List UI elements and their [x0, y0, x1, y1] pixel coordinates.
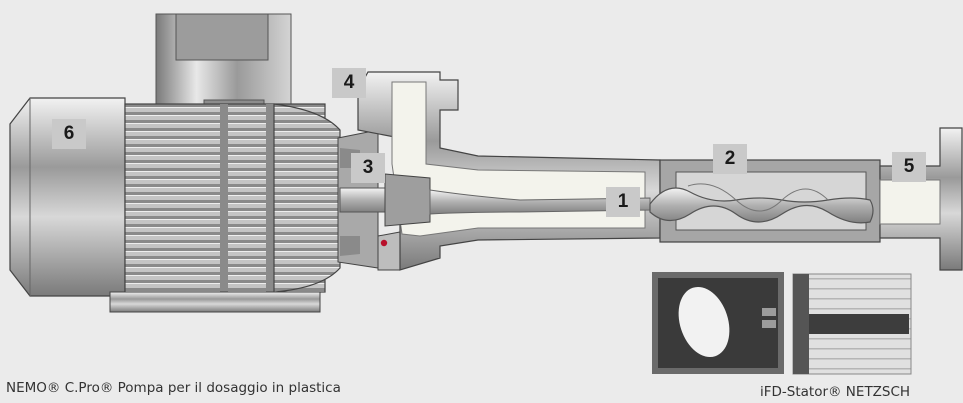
discharge-branch — [879, 127, 963, 271]
seal-indicator-dot — [380, 239, 388, 247]
callout-2: 2 — [713, 144, 747, 174]
callout-3: 3 — [351, 153, 385, 183]
stator-caption: iFD-Stator® NETZSCH — [760, 384, 911, 400]
rotor — [649, 183, 874, 224]
motor-body — [109, 103, 341, 313]
stator-cross-section — [652, 272, 784, 374]
callout-4: 4 — [332, 68, 366, 98]
callout-5: 5 — [892, 152, 926, 182]
callout-6: 6 — [52, 119, 86, 149]
suction-housing — [357, 71, 661, 271]
motor-end-cap — [9, 97, 126, 297]
stator-side-view — [792, 273, 912, 375]
motor-terminal-box — [155, 13, 292, 117]
callout-1: 1 — [606, 187, 640, 217]
drive-shaft — [339, 173, 651, 247]
pump-caption: NEMO® C.Pro® Pompa per il dosaggio in pl… — [6, 380, 341, 396]
